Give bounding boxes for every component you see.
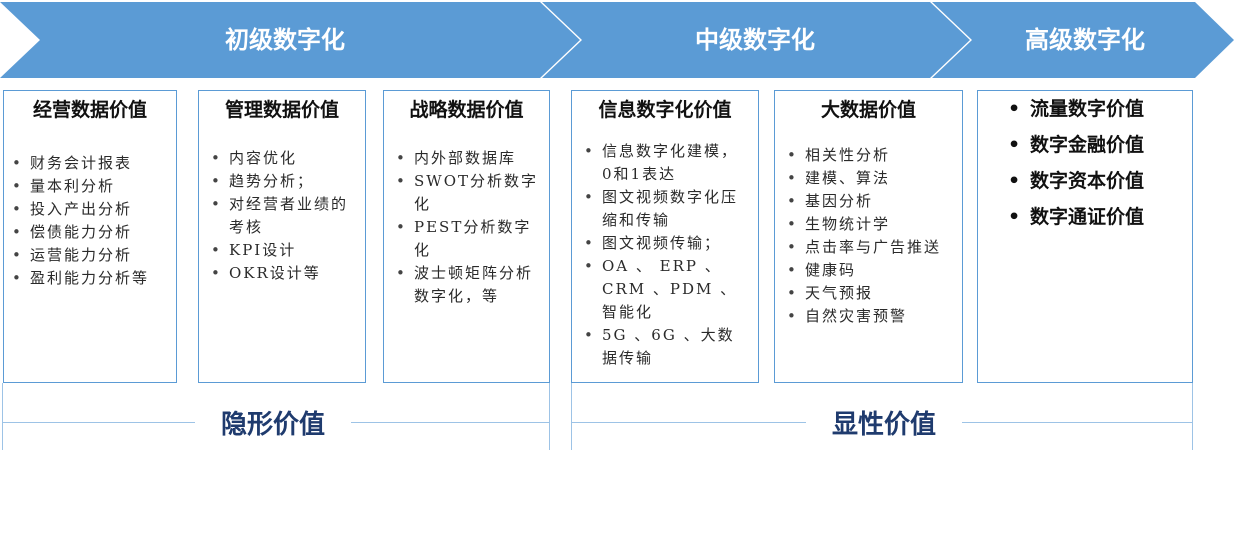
list-item: 运营能力分析 bbox=[12, 244, 166, 267]
list-item: 生物统计学 bbox=[787, 213, 952, 236]
box-big-data: 大数据价值 相关性分析 建模、算法 基因分析 生物统计学 点击率与广告推送 健康… bbox=[774, 90, 963, 383]
item-list: 内外部数据库 SWOT分析数字化 PEST分析数字化 波士顿矩阵分析数字化，等 bbox=[384, 147, 549, 308]
item-list: 内容优化 趋势分析； 对经营者业绩的考核 KPI设计 OKR设计等 bbox=[199, 147, 365, 285]
stage-arrow-1 bbox=[0, 2, 580, 78]
box-title: 经营数据价值 bbox=[32, 99, 147, 121]
item-list: 流量数字价值 数字金融价值 数字资本价值 数字通证价值 bbox=[978, 91, 1192, 235]
item-list: 相关性分析 建模、算法 基因分析 生物统计学 点击率与广告推送 健康码 天气预报… bbox=[775, 144, 962, 328]
bracket-right-edge bbox=[1192, 383, 1193, 450]
box-title: 战略数据价值 bbox=[409, 99, 524, 121]
list-item: 图文视频传输； bbox=[584, 232, 748, 255]
list-item: 信息数字化建模，0和1表达 bbox=[584, 140, 748, 186]
list-item: 内外部数据库 bbox=[396, 147, 539, 170]
list-item: 天气预报 bbox=[787, 282, 952, 305]
list-item: 财务会计报表 bbox=[12, 152, 166, 175]
box-title: 信息数字化价值 bbox=[598, 99, 732, 121]
box-business-data: 经营数据价值 财务会计报表 量本利分析 投入产出分析 偿债能力分析 运营能力分析… bbox=[3, 90, 177, 383]
stage-arrow-3 bbox=[932, 2, 1234, 78]
list-item: 量本利分析 bbox=[12, 175, 166, 198]
list-item: 健康码 bbox=[787, 259, 952, 282]
list-item: 点击率与广告推送 bbox=[787, 236, 952, 259]
group-label-hidden-value: 隐形价值 bbox=[195, 405, 351, 445]
stage-arrows bbox=[0, 2, 1234, 78]
item-list: 信息数字化建模，0和1表达 图文视频数字化压缩和传输 图文视频传输； OA 、 … bbox=[572, 140, 758, 370]
bracket-left-edge bbox=[2, 383, 3, 450]
list-item: 波士顿矩阵分析数字化，等 bbox=[396, 262, 539, 308]
item-list: 财务会计报表 量本利分析 投入产出分析 偿债能力分析 运营能力分析 盈利能力分析… bbox=[4, 152, 176, 290]
list-item: 数字金融价值 bbox=[990, 127, 1182, 163]
box-strategy-data: 战略数据价值 内外部数据库 SWOT分析数字化 PEST分析数字化 波士顿矩阵分… bbox=[383, 90, 550, 383]
list-item: SWOT分析数字化 bbox=[396, 170, 539, 216]
list-item: 内容优化 bbox=[211, 147, 355, 170]
list-item: KPI设计 bbox=[211, 239, 355, 262]
stage-arrow-2 bbox=[542, 2, 970, 78]
list-item: 相关性分析 bbox=[787, 144, 952, 167]
list-item: 基因分析 bbox=[787, 190, 952, 213]
box-title: 大数据价值 bbox=[820, 99, 916, 121]
stage-label-primary: 初级数字化 bbox=[225, 26, 345, 54]
list-item: 偿债能力分析 bbox=[12, 221, 166, 244]
group-label-explicit-value: 显性价值 bbox=[806, 405, 962, 445]
stage-label-advanced: 高级数字化 bbox=[1025, 26, 1145, 54]
list-item: 投入产出分析 bbox=[12, 198, 166, 221]
list-item: 图文视频数字化压缩和传输 bbox=[584, 186, 748, 232]
list-item: 盈利能力分析等 bbox=[12, 267, 166, 290]
list-item: 数字通证价值 bbox=[990, 199, 1182, 235]
list-item: 趋势分析； bbox=[211, 170, 355, 193]
bracket-left-edge bbox=[549, 383, 550, 450]
box-advanced-values: 流量数字价值 数字金融价值 数字资本价值 数字通证价值 bbox=[977, 90, 1193, 383]
list-item: 5G 、6G 、大数据传输 bbox=[584, 324, 748, 370]
list-item: OA 、 ERP 、CRM 、PDM 、智能化 bbox=[584, 255, 748, 324]
list-item: 自然灾害预警 bbox=[787, 305, 952, 328]
stage-label-intermediate: 中级数字化 bbox=[695, 26, 815, 54]
list-item: PEST分析数字化 bbox=[396, 216, 539, 262]
list-item: OKR设计等 bbox=[211, 262, 355, 285]
bracket-right-edge bbox=[571, 383, 572, 450]
list-item: 对经营者业绩的考核 bbox=[211, 193, 355, 239]
list-item: 流量数字价值 bbox=[990, 91, 1182, 127]
list-item: 建模、算法 bbox=[787, 167, 952, 190]
box-title: 管理数据价值 bbox=[224, 99, 339, 121]
list-item: 数字资本价值 bbox=[990, 163, 1182, 199]
box-information-digitization: 信息数字化价值 信息数字化建模，0和1表达 图文视频数字化压缩和传输 图文视频传… bbox=[571, 90, 759, 383]
box-management-data: 管理数据价值 内容优化 趋势分析； 对经营者业绩的考核 KPI设计 OKR设计等 bbox=[198, 90, 366, 383]
